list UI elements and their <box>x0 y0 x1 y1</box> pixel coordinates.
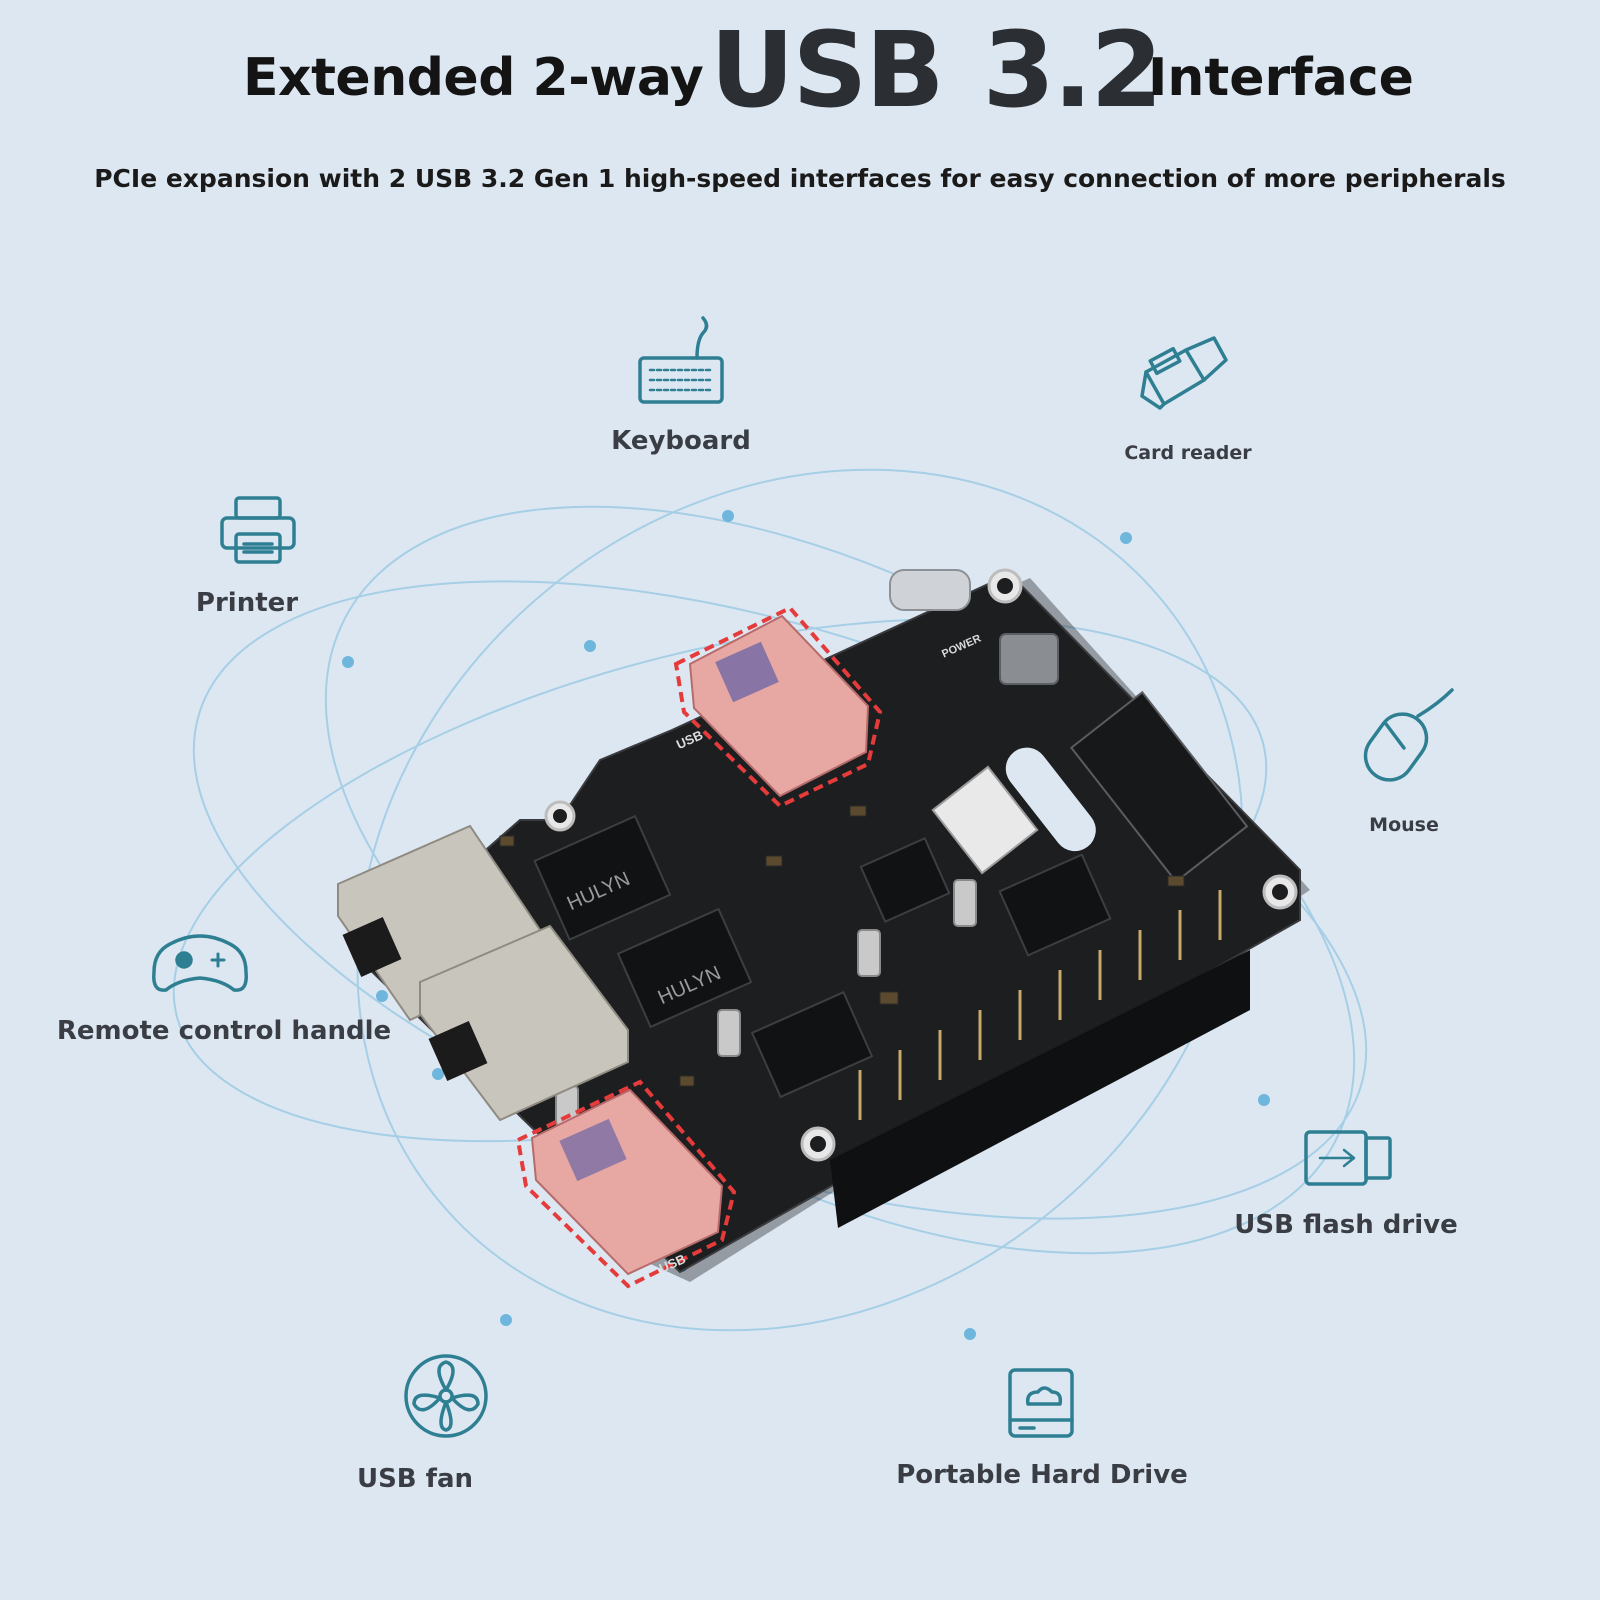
headline-usb: USB <box>710 9 945 131</box>
gpio-header <box>830 950 1250 1228</box>
label-usb-fan: USB fan <box>356 1464 474 1494</box>
smd-components <box>499 805 1185 1087</box>
usb-port-bottom <box>515 1079 737 1289</box>
ffc-connector <box>931 765 1039 875</box>
subtitle: PCIe expansion with 2 USB 3.2 Gen 1 high… <box>94 164 1506 193</box>
headline-left: Extended 2-way <box>243 48 704 108</box>
usb-c-port <box>889 569 971 611</box>
headline-version: 3.2 <box>982 9 1163 131</box>
mouse-icon <box>1363 688 1454 782</box>
chips <box>533 814 1112 1099</box>
expansion-board: HULYN HULYN POWER <box>337 568 1310 1289</box>
label-remote-control: Remote control handle <box>56 1016 392 1046</box>
label-card-reader: Card reader <box>1124 442 1252 464</box>
keyboard-icon <box>638 316 724 404</box>
printer-icon <box>220 496 296 564</box>
fan-icon <box>404 1354 488 1438</box>
inductor <box>999 633 1059 685</box>
headline-right: Interface <box>1148 48 1414 108</box>
label-usb-flash-drive: USB flash drive <box>1234 1210 1458 1240</box>
usb-port-top <box>673 605 883 809</box>
label-printer: Printer <box>195 588 299 618</box>
label-mouse: Mouse <box>1369 814 1439 836</box>
card-reader-icon <box>1140 336 1228 410</box>
ethernet-ports <box>337 824 629 1122</box>
gpio-pins <box>858 890 1222 1120</box>
hard-drive-icon <box>1008 1368 1074 1438</box>
label-portable-hard-drive: Portable Hard Drive <box>896 1460 1188 1490</box>
ffc-slot <box>1005 747 1096 852</box>
gamepad-icon <box>152 934 248 992</box>
m2-connector <box>1069 690 1249 884</box>
usb-flash-drive-icon <box>1304 1130 1392 1186</box>
label-keyboard: Keyboard <box>611 426 751 456</box>
